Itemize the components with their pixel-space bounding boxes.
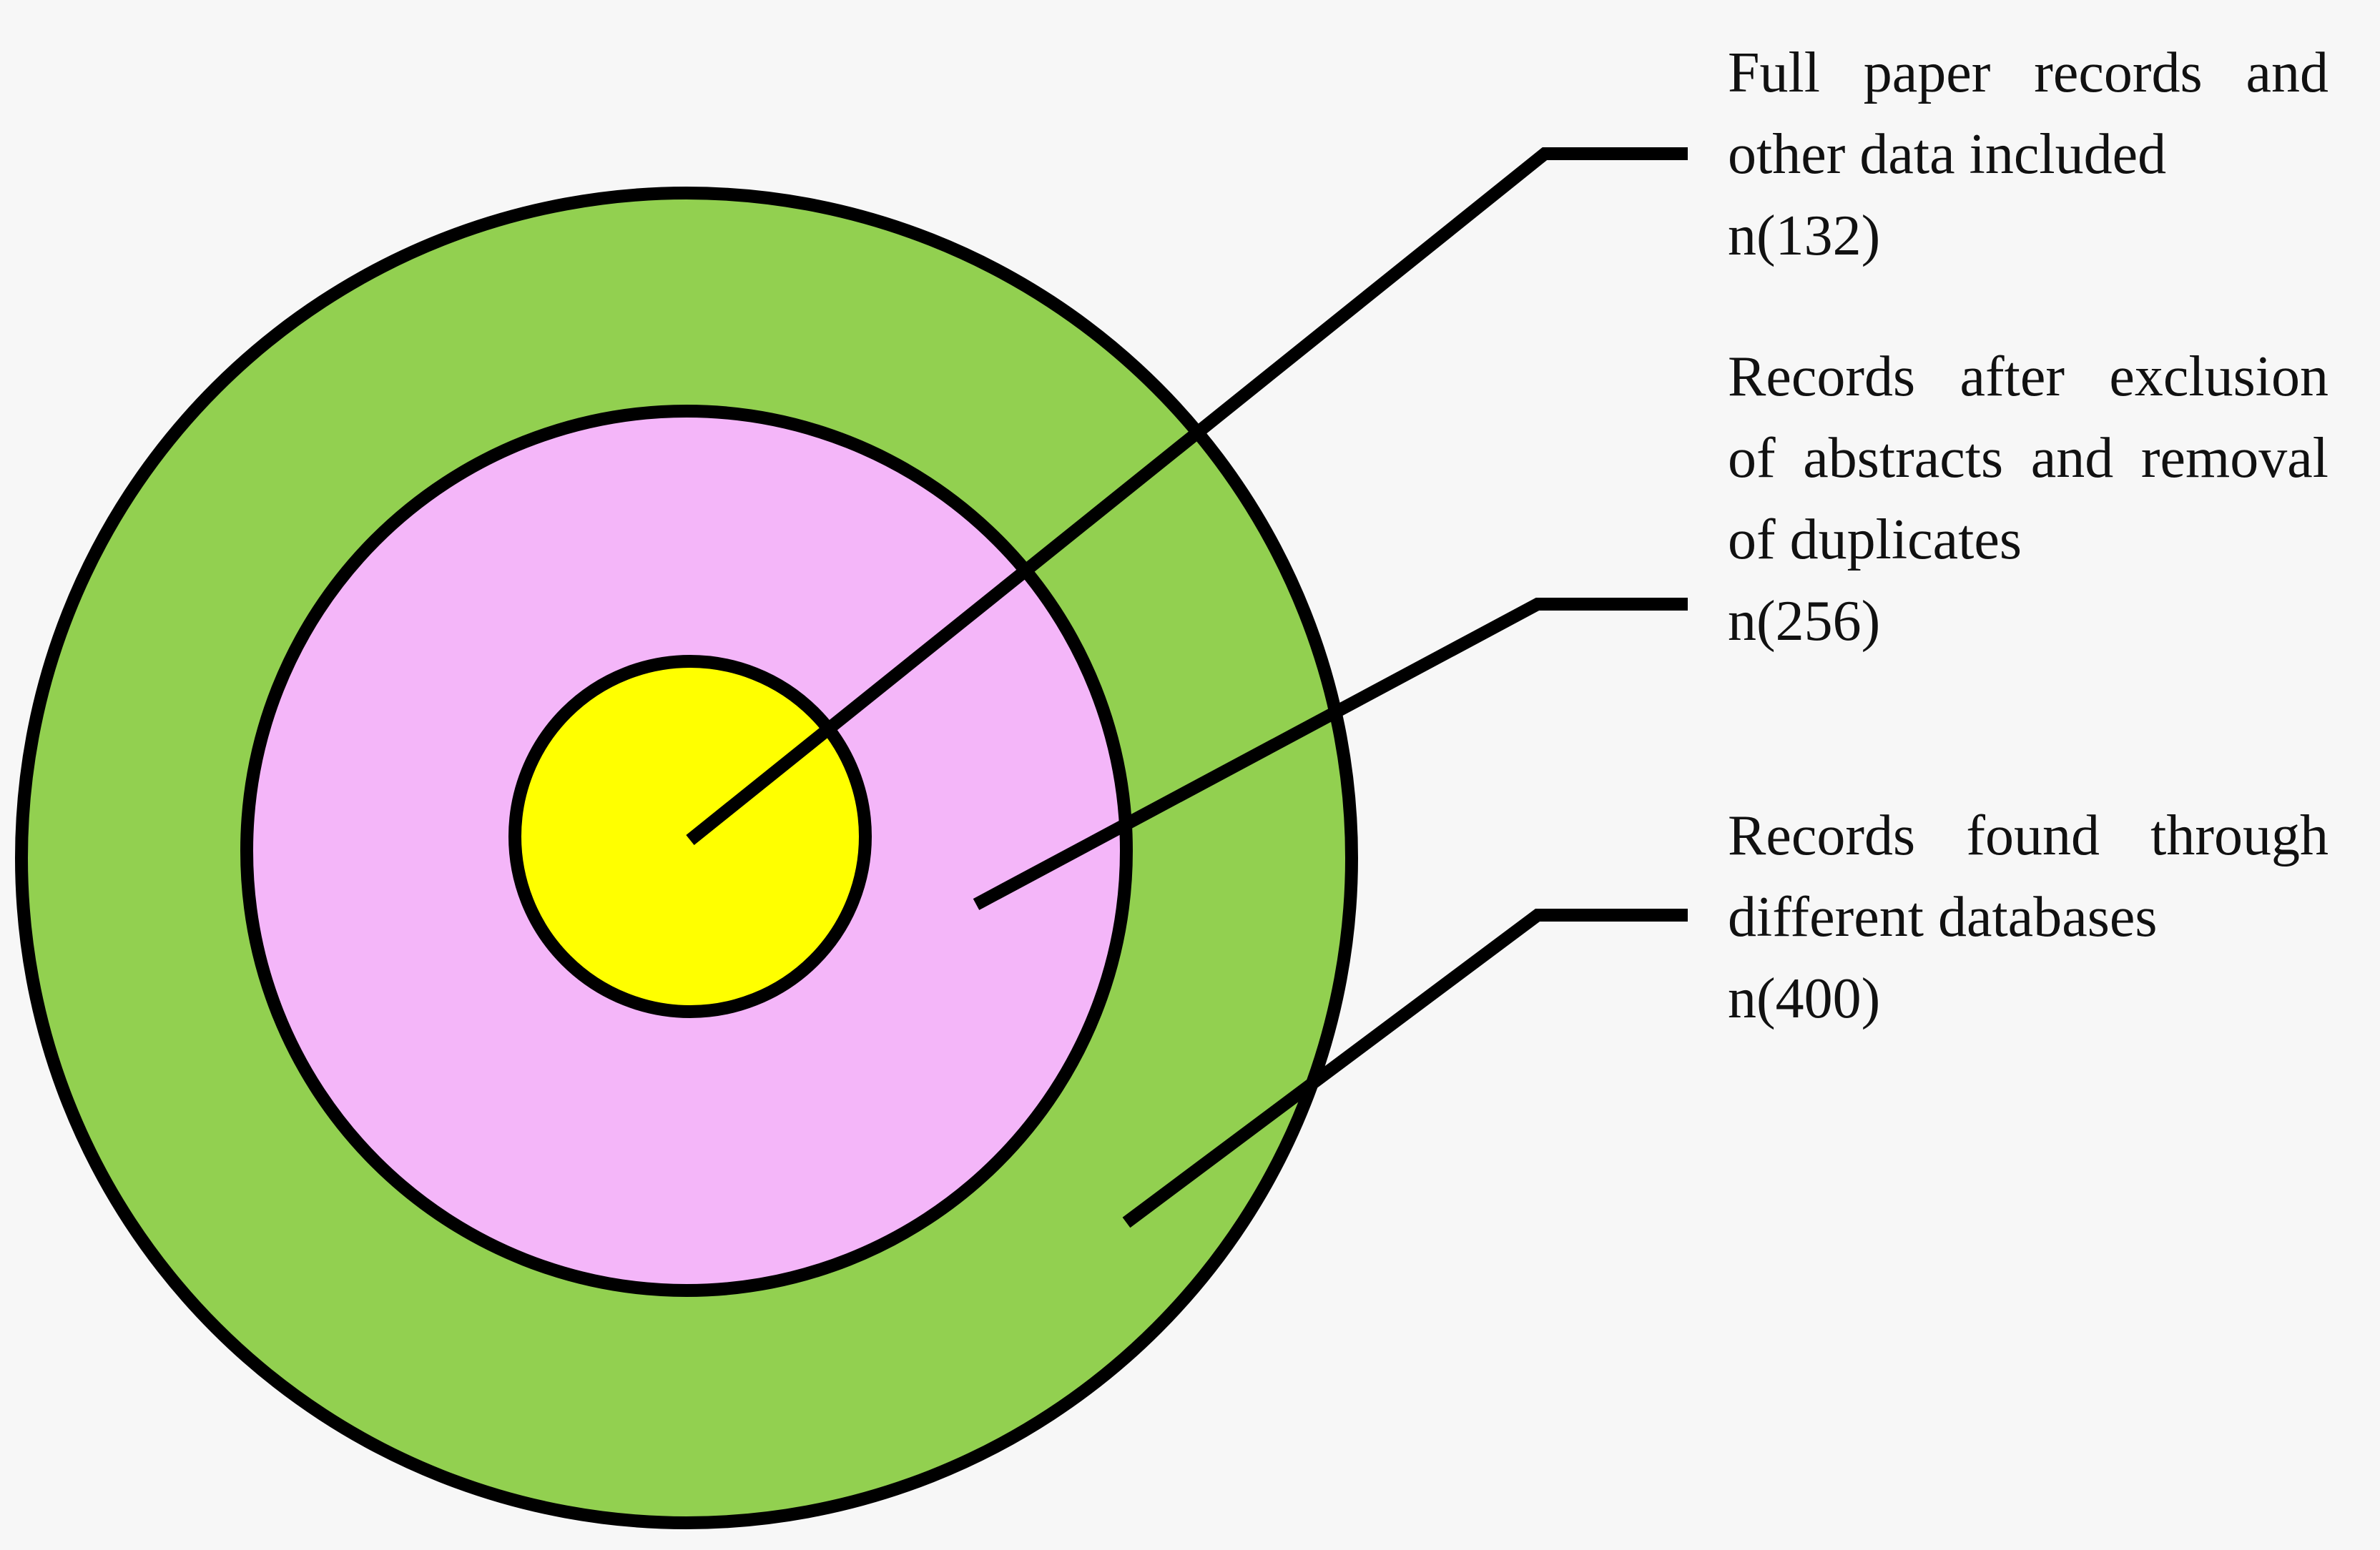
label-full-paper-records: Full paper records and other data includ… — [1728, 32, 2329, 277]
label-inner-count: n(132) — [1728, 204, 1881, 267]
leader-line-middle — [973, 598, 1688, 910]
label-records-found: Records found through different database… — [1728, 795, 2329, 1040]
label-outer-text: Records found through different database… — [1728, 804, 2329, 949]
label-middle-count: n(256) — [1728, 590, 1881, 653]
label-inner-text: Full paper records and other data includ… — [1728, 41, 2329, 186]
leader-line-outer — [1122, 909, 1688, 1228]
label-outer-count: n(400) — [1728, 967, 1881, 1030]
leader-line-inner — [686, 147, 1688, 846]
label-middle-text: Records after exclusion of abstracts and… — [1728, 345, 2329, 571]
label-records-after-exclusion: Records after exclusion of abstracts and… — [1728, 336, 2329, 662]
